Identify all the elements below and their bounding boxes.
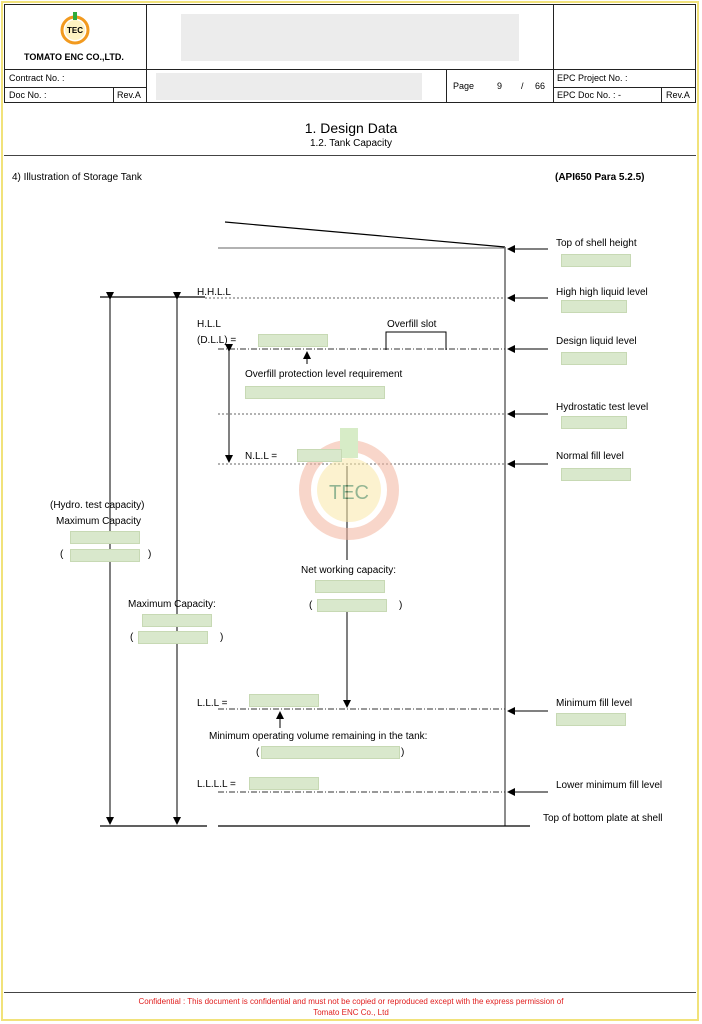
header-box [4, 4, 696, 103]
minimum-fill-label: Minimum fill level [556, 698, 633, 709]
net-working-field-1 [315, 580, 385, 593]
page-number: 9 [497, 81, 503, 91]
dll-label: (D.L.L) = [197, 335, 237, 346]
header-page-divider [446, 69, 447, 103]
max-capacity-label-1: Maximum Capacity [56, 516, 142, 527]
top-shell-field [561, 254, 631, 267]
hydrostatic-label: Hydrostatic test level [556, 402, 649, 413]
min-operating-open: ( [256, 747, 260, 758]
net-paren-open: ( [309, 600, 313, 611]
lll-value-field [249, 694, 319, 707]
title-rule [4, 155, 696, 156]
confidential-line-1: Confidential : This document is confiden… [138, 997, 564, 1006]
net-working-label: Net working capacity: [301, 565, 397, 576]
lll-label: L.L.L = [197, 698, 228, 709]
dll-value-field [258, 334, 328, 347]
hydro-capacity-field-1 [70, 531, 140, 544]
max-capacity-field-1 [142, 614, 212, 627]
page-total: 66 [535, 81, 546, 91]
header-rev-divider-right [661, 87, 662, 103]
nll-label: N.L.L = [245, 451, 278, 462]
hhll-right-label: High high liquid level [556, 287, 648, 298]
design-level-label: Design liquid level [556, 336, 637, 347]
logo-badge-text: TEC [67, 26, 83, 35]
footer-rule [4, 992, 696, 993]
hydro-capacity-label: (Hydro. test capacity) [50, 500, 145, 511]
company-logo: TEC [58, 12, 92, 46]
header-col-divider-1 [146, 4, 147, 103]
hydro-paren-close: ) [148, 549, 152, 560]
llll-label: L.L.L.L = [197, 779, 236, 790]
document-subtitle: 1.2. Tank Capacity [309, 138, 393, 149]
max-paren-close: ) [220, 632, 224, 643]
overfill-slot-label: Overfill slot [387, 319, 437, 330]
llll-value-field [249, 777, 319, 790]
header-rev-divider-left [113, 87, 114, 103]
rev-right: Rev.A [666, 90, 690, 100]
hll-label: H.L.L [197, 319, 221, 330]
max-capacity-field-2 [138, 631, 208, 644]
overfill-requirement-field [245, 386, 385, 399]
nll-value-field [297, 449, 342, 462]
contract-label: Contract No. : [9, 73, 65, 83]
document-title: 1. Design Data [304, 120, 398, 136]
header-col-divider-2 [553, 4, 554, 103]
lower-min-fill-label: Lower minimum fill level [556, 780, 663, 791]
net-paren-close: ) [399, 600, 403, 611]
overfill-requirement-label: Overfill protection level requirement [245, 369, 403, 380]
tec-watermark: TEC [293, 428, 405, 540]
watermark-text: TEC [329, 482, 369, 504]
page-separator: / [521, 81, 524, 91]
hhll-label: H.H.L.L [197, 287, 231, 298]
doc-label: Doc No. : [9, 90, 47, 100]
hhll-field [561, 300, 627, 313]
minimum-fill-field [556, 713, 626, 726]
bottom-plate-label: Top of bottom plate at shell [543, 813, 663, 824]
top-shell-label: Top of shell height [556, 238, 637, 249]
confidential-line-2: Tomato ENC Co., Ltd [313, 1008, 389, 1017]
hydro-paren-open: ( [60, 549, 64, 560]
header-row-divider-right [553, 87, 696, 88]
redacted-doc-number [156, 73, 422, 100]
page-label: Page [453, 81, 475, 91]
header-row-divider [4, 69, 696, 70]
max-capacity-label-2: Maximum Capacity: [128, 599, 216, 610]
min-operating-close: ) [401, 747, 405, 758]
epc-doc-label: EPC Doc No. : - [557, 90, 622, 100]
net-working-field-2 [317, 599, 387, 612]
hydro-capacity-field-2 [70, 549, 140, 562]
min-operating-label: Minimum operating volume remaining in th… [209, 731, 428, 742]
header-row-divider-left [4, 87, 146, 88]
hydrostatic-field [561, 416, 627, 429]
min-operating-field [261, 746, 400, 759]
redacted-title [181, 14, 519, 61]
company-name: TOMATO ENC CO.,LTD. [24, 52, 124, 62]
max-paren-open: ( [130, 632, 134, 643]
normal-fill-field [561, 468, 631, 481]
normal-fill-label: Normal fill level [556, 451, 624, 462]
section-reference: (API650 Para 5.2.5) [555, 172, 645, 183]
design-level-field [561, 352, 627, 365]
rev-left: Rev.A [117, 90, 141, 100]
epc-project-label: EPC Project No. : [557, 73, 628, 83]
section-heading: 4) Illustration of Storage Tank [12, 172, 142, 183]
